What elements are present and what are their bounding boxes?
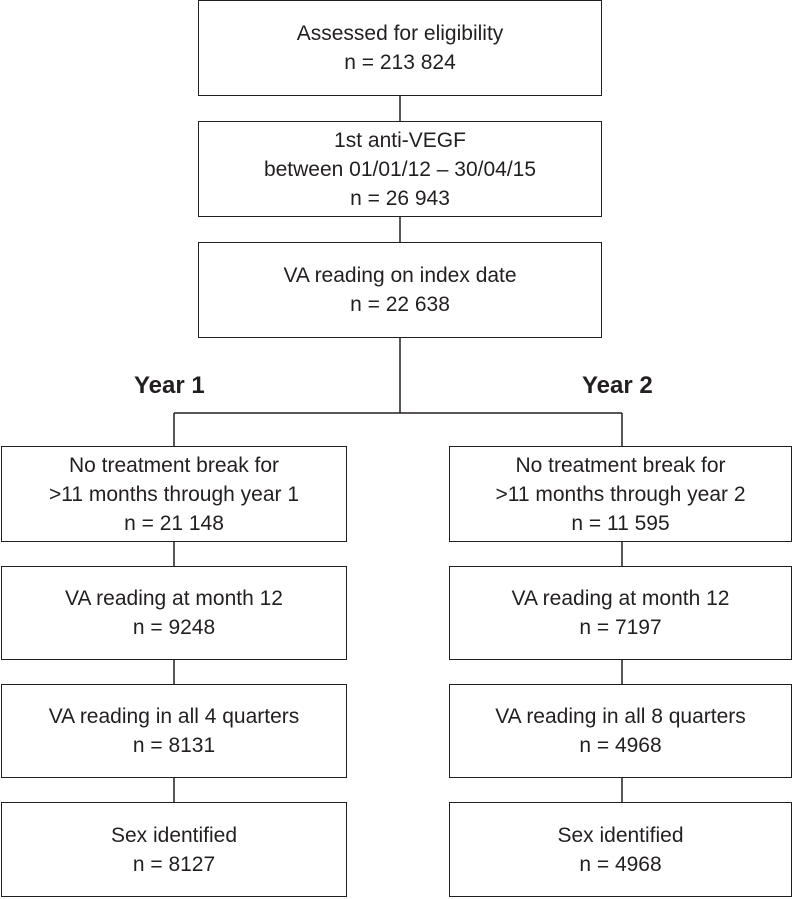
box-year1-va-quarters: VA reading in all 4 quarters n = 8131 (1, 684, 347, 778)
box-count: n = 22 638 (350, 293, 450, 316)
box-count: n = 213 824 (344, 51, 456, 74)
box-year2-sex-identified: Sex identified n = 4968 (449, 802, 792, 897)
box-count: n = 21 148 (124, 511, 224, 535)
box-count: n = 8131 (132, 734, 216, 757)
box-count: n = 4968 (579, 852, 662, 876)
box-year2-va-quarters: VA reading in all 8 quarters n = 4968 (449, 684, 792, 778)
box-line: No treatment break for (515, 453, 726, 477)
box-count: n = 7197 (579, 616, 662, 639)
heading-year-1: Year 1 (134, 372, 205, 399)
box-line: VA reading at month 12 (65, 587, 283, 610)
box-year2-va-month12: VA reading at month 12 n = 7197 (449, 566, 792, 660)
box-count: n = 26 943 (350, 186, 450, 210)
box-year2-no-break: No treatment break for >11 months throug… (449, 446, 792, 542)
box-count: n = 4968 (579, 734, 662, 757)
box-line: VA reading in all 4 quarters (48, 705, 300, 728)
box-year1-va-month12: VA reading at month 12 n = 9248 (1, 566, 347, 660)
box-count: n = 11 595 (571, 511, 670, 535)
box-assessed-eligibility: Assessed for eligibility n = 213 824 (198, 0, 602, 96)
box-line: >11 months through year 2 (495, 482, 746, 506)
box-count: n = 9248 (132, 616, 216, 639)
box-line: >11 months through year 1 (48, 482, 300, 506)
box-line: Assessed for eligibility (296, 22, 504, 45)
box-line: Sex identified (557, 823, 684, 847)
box-line: Sex identified (110, 823, 238, 847)
box-year1-sex-identified: Sex identified n = 8127 (1, 802, 347, 897)
box-line: 1st anti-VEGF (334, 128, 466, 152)
box-line: VA reading in all 8 quarters (495, 705, 746, 728)
box-line: No treatment break for (68, 453, 280, 477)
heading-year-2: Year 2 (582, 372, 653, 399)
box-line: VA reading at month 12 (511, 587, 730, 610)
box-first-anti-vegf: 1st anti-VEGF between 01/01/12 – 30/04/1… (198, 121, 602, 217)
box-line: between 01/01/12 – 30/04/15 (263, 157, 537, 181)
box-line: VA reading on index date (283, 264, 517, 287)
box-count: n = 8127 (132, 852, 216, 876)
box-year1-no-break: No treatment break for >11 months throug… (1, 446, 347, 542)
box-va-index-date: VA reading on index date n = 22 638 (198, 242, 602, 338)
